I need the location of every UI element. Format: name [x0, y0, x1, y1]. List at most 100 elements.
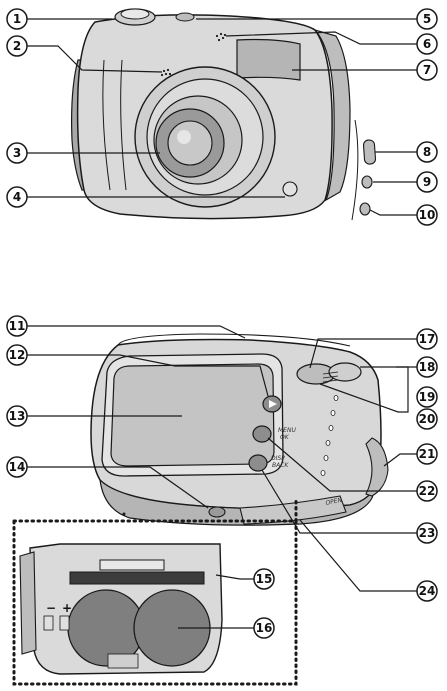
status-lamps — [320, 395, 339, 476]
front-right-side — [313, 28, 351, 202]
back-label: BACK — [272, 462, 289, 469]
front-view — [71, 8, 377, 221]
play-icon — [269, 400, 277, 408]
leader-19-20-bracket — [319, 366, 409, 413]
svg-text:21: 21 — [419, 447, 436, 461]
speaker-top — [215, 32, 227, 42]
terminal-minus — [43, 615, 54, 631]
svg-text:3: 3 — [13, 146, 21, 160]
callout-4: 4 — [6, 186, 28, 208]
back-view: MENU OK DISP BACK OPEN — [90, 333, 389, 526]
svg-text:4: 4 — [13, 190, 21, 204]
callout-18: 18 — [416, 356, 438, 378]
lcd-monitor — [110, 363, 275, 467]
leader-6 — [225, 31, 418, 45]
svg-text:13: 13 — [9, 409, 26, 423]
svg-text:1: 1 — [13, 12, 21, 26]
callout-1: 1 — [6, 8, 28, 30]
lens-highlight — [177, 130, 191, 144]
af-assist-lamp — [282, 181, 298, 197]
svg-text:11: 11 — [9, 319, 26, 333]
front-grip-line — [102, 59, 111, 191]
svg-text:15: 15 — [256, 572, 273, 586]
strap-eyelet — [362, 139, 377, 165]
microphone-holes — [160, 68, 172, 77]
leader-24 — [299, 519, 418, 592]
callout-20: 20 — [416, 408, 438, 430]
back-top-edge — [117, 333, 351, 347]
svg-text:2: 2 — [13, 39, 21, 53]
memory-card-slot — [69, 571, 205, 585]
callout-17: 17 — [416, 328, 438, 350]
callout-12: 12 — [6, 344, 28, 366]
callout-5: 5 — [416, 8, 438, 30]
tripod-mount — [208, 506, 226, 518]
callout-6: 6 — [416, 33, 438, 55]
callout-8: 8 — [416, 141, 438, 163]
callout-21: 21 — [416, 443, 438, 465]
svg-text:18: 18 — [419, 360, 436, 374]
leader-12 — [25, 354, 269, 397]
leader-11 — [25, 325, 246, 339]
zoom-lever-ridges — [322, 371, 339, 383]
callout-9: 9 — [416, 171, 438, 193]
svg-text:20: 20 — [419, 412, 436, 426]
dc-in-socket — [361, 175, 373, 189]
svg-text:5: 5 — [423, 12, 431, 26]
svg-text:10: 10 — [419, 208, 436, 222]
right-panel-edge — [351, 119, 359, 221]
callout-2: 2 — [6, 35, 28, 57]
callout-14: 14 — [6, 456, 28, 478]
flash-window — [236, 38, 301, 81]
callout-22: 22 — [416, 480, 438, 502]
terminal-plus — [59, 615, 70, 631]
svg-text:24: 24 — [419, 584, 436, 598]
svg-text:9: 9 — [423, 175, 431, 189]
callout-15: 15 — [253, 568, 275, 590]
battery-plus-label: + — [62, 601, 72, 615]
slot-latch — [99, 559, 165, 571]
leader-10 — [369, 209, 418, 216]
leader-21 — [383, 453, 418, 467]
battery-door-hinge — [19, 551, 37, 655]
leader-22 — [267, 437, 418, 492]
svg-text:8: 8 — [423, 145, 431, 159]
svg-text:7: 7 — [423, 63, 431, 77]
callout-16: 16 — [253, 617, 275, 639]
disp-back-button — [248, 454, 268, 472]
svg-text:17: 17 — [419, 332, 436, 346]
callout-markers: 1 2 3 4 5 6 7 8 9 10 11 12 13 14 15 16 1… — [6, 8, 438, 639]
leader-14 — [25, 466, 209, 509]
front-grip-line-2 — [120, 59, 127, 191]
menu-label: MENU — [278, 427, 296, 434]
callout-13: 13 — [6, 405, 28, 427]
svg-text:23: 23 — [419, 526, 436, 540]
leader-17 — [309, 338, 418, 369]
battery-minus-label: − — [46, 601, 56, 615]
svg-text:6: 6 — [423, 37, 431, 51]
open-label: OPEN — [325, 497, 343, 507]
svg-text:19: 19 — [419, 390, 436, 404]
svg-text:22: 22 — [419, 484, 436, 498]
battery-inset: − + — [12, 496, 298, 686]
bottom-screw — [122, 512, 126, 516]
callout-10: 10 — [416, 204, 438, 226]
terminal-cover — [365, 437, 389, 497]
leader-lines — [25, 18, 418, 629]
battery-cover — [239, 495, 347, 525]
inset-dotted-frame — [12, 519, 298, 686]
usb-socket — [359, 202, 371, 216]
svg-text:14: 14 — [9, 460, 26, 474]
callout-11: 11 — [6, 315, 28, 337]
leader-15 — [215, 574, 254, 580]
leader-2 — [25, 45, 163, 73]
callout-24: 24 — [416, 580, 438, 602]
power-button — [175, 12, 195, 22]
ok-label: OK — [280, 434, 290, 441]
leader-23 — [261, 469, 418, 534]
callout-23: 23 — [416, 522, 438, 544]
callout-7: 7 — [416, 59, 438, 81]
callout-19: 19 — [416, 386, 438, 408]
shutter-button-top — [120, 8, 150, 20]
